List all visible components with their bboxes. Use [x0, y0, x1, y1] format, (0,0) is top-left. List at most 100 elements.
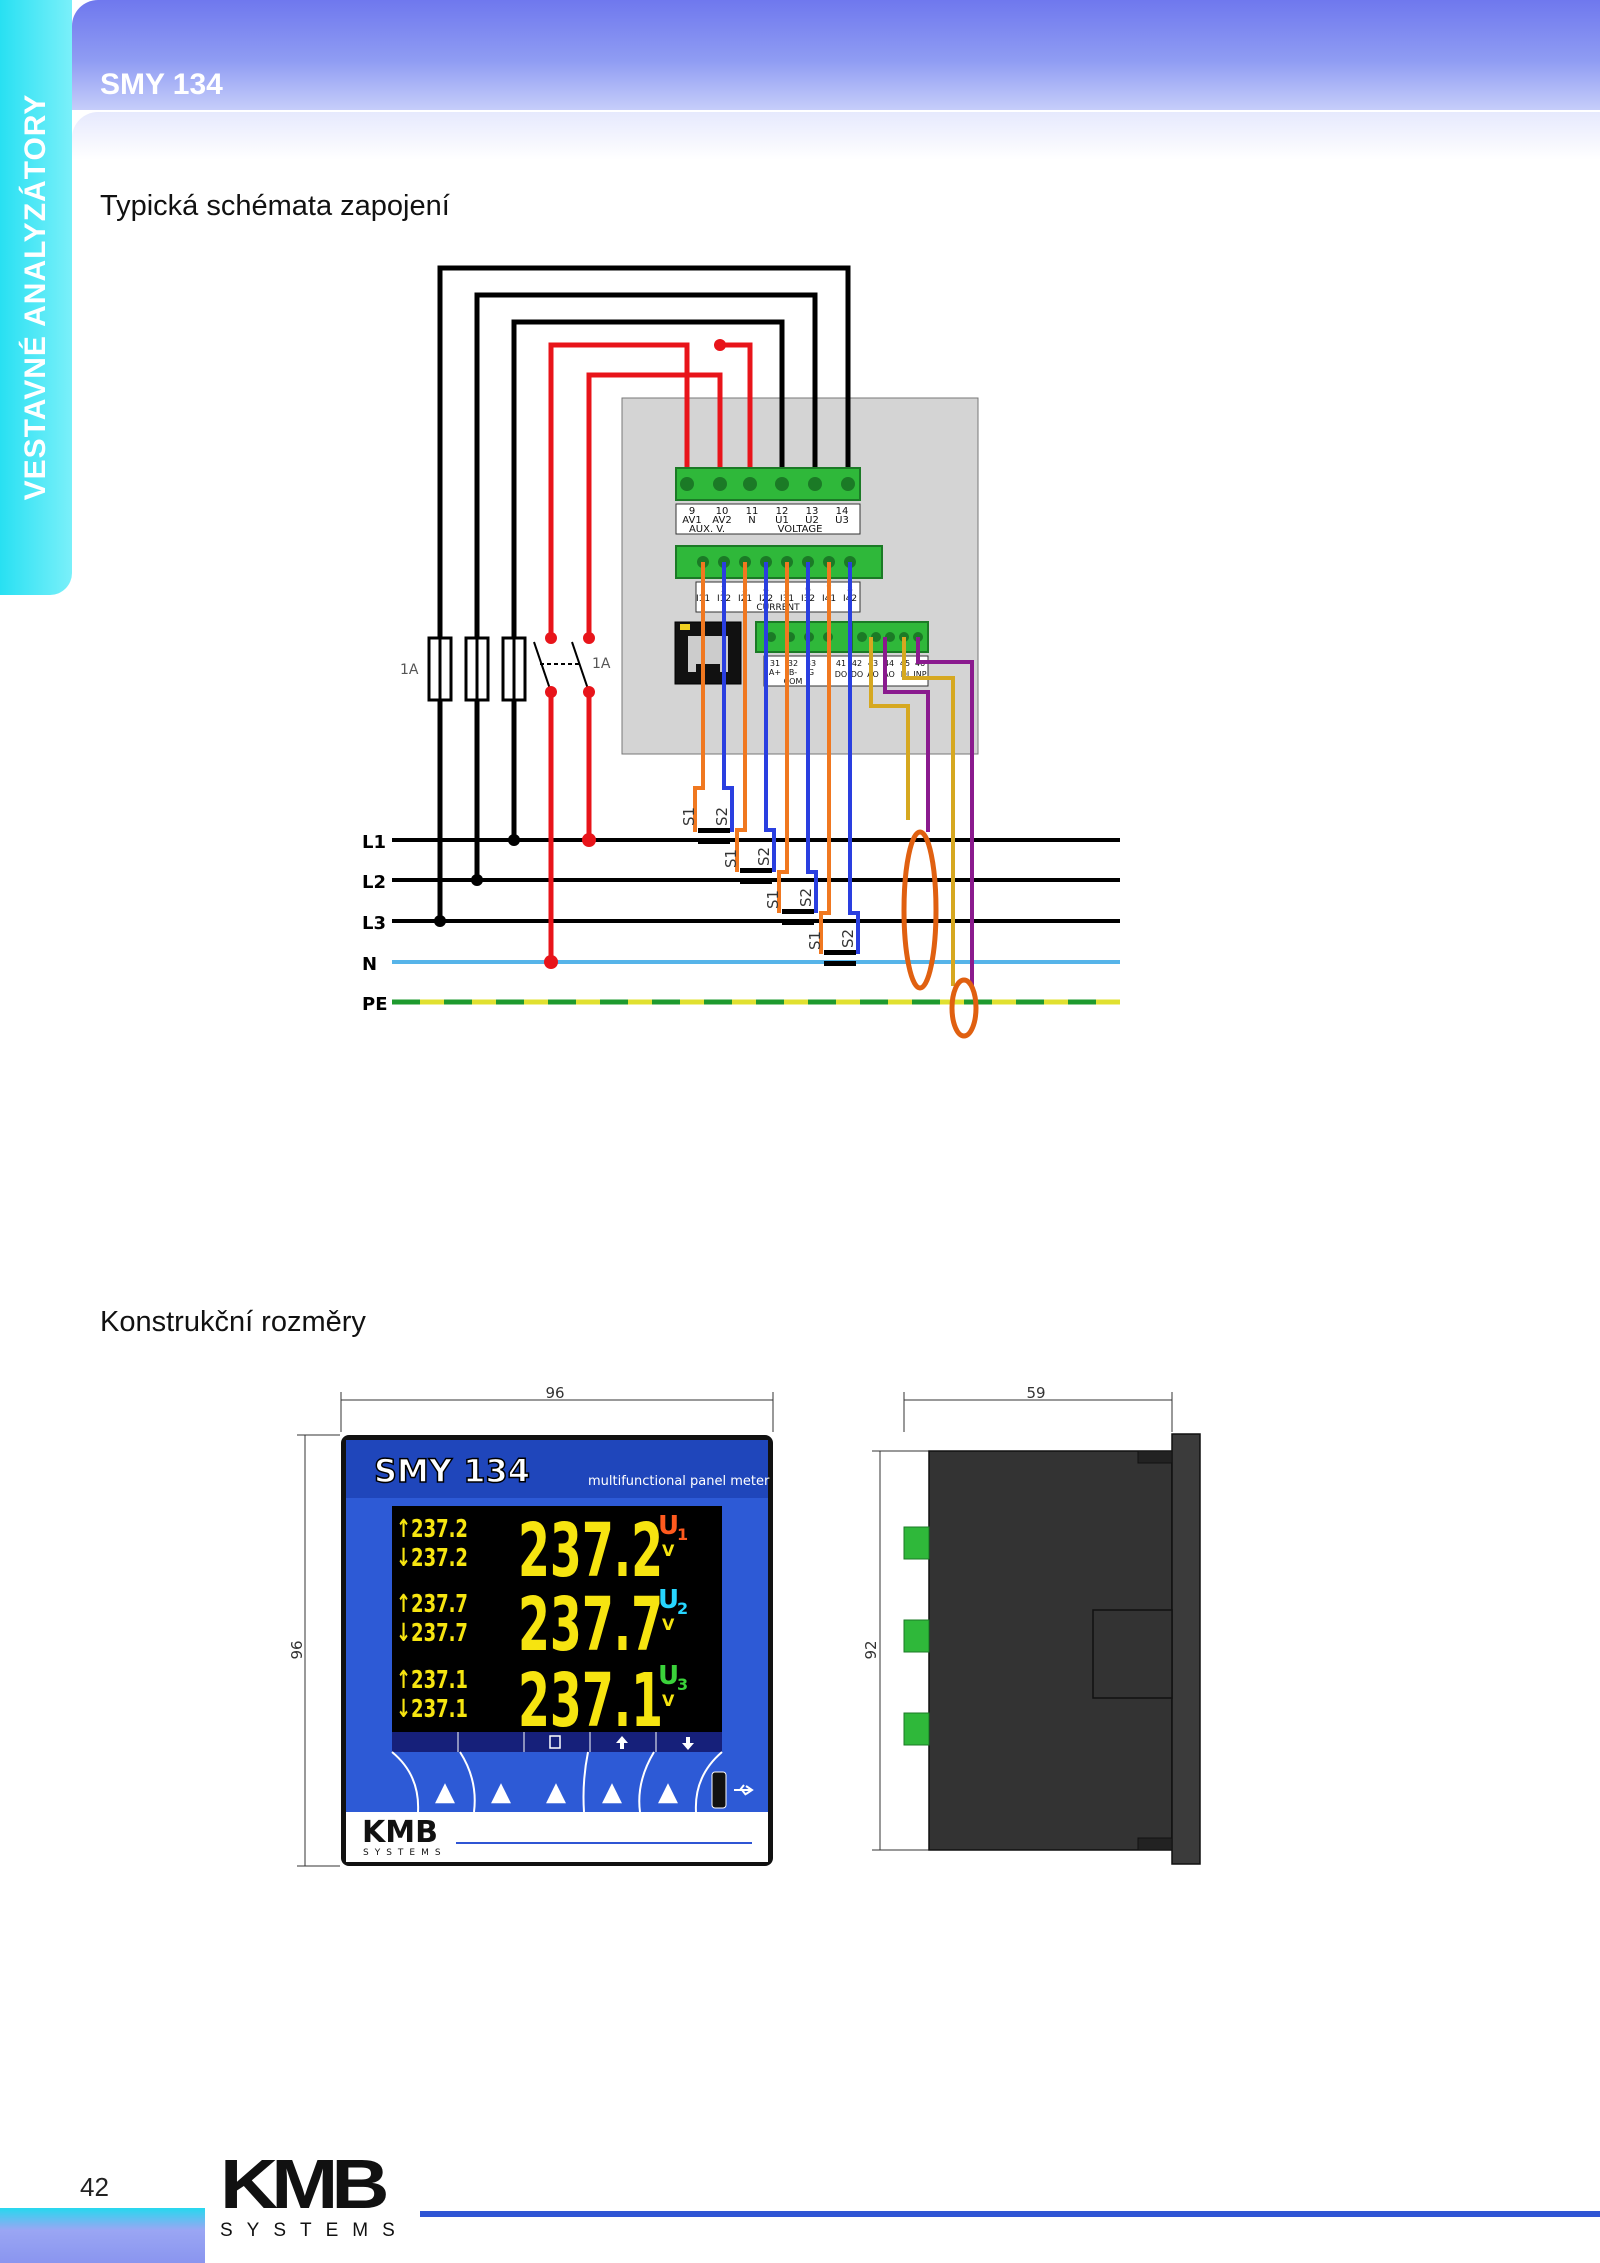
up-arrow-icon	[616, 1736, 628, 1749]
line-label-n: N	[362, 954, 377, 975]
front-logo-sub: SYSTEMS	[363, 1848, 447, 1858]
row3-value: 237.1	[518, 1657, 663, 1744]
button-4[interactable]: ▲	[602, 1777, 622, 1807]
com-name-b: B-	[789, 668, 797, 677]
softkey-bar	[392, 1732, 722, 1752]
current-transformers	[698, 828, 856, 966]
aux-wires	[548, 342, 753, 962]
usb-port[interactable]	[711, 1771, 727, 1809]
com-num-31: 31	[770, 659, 780, 668]
down-arrow-icon	[682, 1737, 694, 1750]
button-3[interactable]: ▲	[546, 1777, 566, 1807]
button-1[interactable]: ▲	[435, 1777, 455, 1807]
vt-name-u1: U1	[775, 515, 789, 526]
row2-min: ↓237.7	[396, 1619, 468, 1648]
vt-group-voltage: VOLTAGE	[778, 524, 823, 535]
vt-num-13: 13	[806, 506, 819, 517]
side-label-recess	[1092, 1609, 1173, 1699]
vt-name-u3: U3	[835, 515, 849, 526]
side-front-flange	[1171, 1433, 1201, 1865]
button-2[interactable]: ▲	[491, 1777, 511, 1807]
com-name-g: G	[808, 668, 814, 677]
menu-icon	[549, 1735, 561, 1749]
button-5[interactable]: ▲	[658, 1777, 678, 1807]
com-group: COM	[784, 677, 803, 686]
kmb-logo: KMB SYSTEMS	[220, 2149, 409, 2242]
meter-front-band	[346, 1440, 768, 1498]
front-subtitle: multifunctional panel meter	[588, 1474, 770, 1489]
fuse-label: 1A	[400, 662, 419, 678]
front-height-dim: 96	[288, 1640, 306, 1659]
io-name-do2: DO	[851, 670, 863, 679]
line-label-l1: L1	[362, 832, 386, 853]
side-clip-top	[1137, 1450, 1173, 1464]
header-bar	[72, 0, 1600, 110]
io-num-44: 44	[884, 659, 894, 668]
row1-min: ↓237.2	[396, 1544, 468, 1573]
page-number: 42	[80, 2172, 109, 2202]
row1-phase-sub: 1	[677, 1525, 688, 1544]
display-row-2: ↑237.7 ↓237.7 237.7 U 2 V	[396, 1581, 688, 1668]
side-tab[interactable]: VESTAVNÉ ANALYZÁTORY	[0, 0, 72, 595]
ct-wires-s2	[722, 562, 860, 954]
front-bottom-strip	[346, 1812, 768, 1862]
switch-label: 1A	[592, 656, 611, 672]
vt-num-14: 14	[836, 506, 849, 517]
fuses	[427, 636, 527, 702]
vt-num-12: 12	[776, 506, 789, 517]
voltage-terminal-screws	[680, 477, 855, 491]
row1-phase: U	[658, 1511, 679, 1541]
ct4-s2-label: S2	[839, 929, 857, 948]
com-num-33: 33	[806, 659, 816, 668]
dimensions-section-title: Konstrukční rozměry	[100, 1306, 366, 1338]
residual-ct-ring-large	[901, 829, 939, 991]
header-subbar	[72, 112, 1600, 160]
bus-lines	[392, 838, 1120, 1005]
usb-icon	[734, 1784, 754, 1796]
io-num-41: 41	[836, 659, 846, 668]
side-dimension-lines	[872, 1392, 1173, 1851]
product-title: SMY 134	[100, 68, 223, 101]
side-terminal-blocks	[903, 1526, 930, 1746]
io-name-inp: INP	[913, 670, 926, 679]
row2-value: 237.7	[518, 1581, 663, 1668]
com-name-a: A+	[769, 668, 781, 677]
vt-num-9: 9	[689, 506, 695, 517]
ct1-s1-label: S1	[680, 807, 698, 826]
button-arcs	[391, 1751, 723, 1813]
row3-unit: V	[662, 1691, 675, 1710]
line-label-l2: L2	[362, 872, 386, 893]
com-num-32: 32	[788, 659, 798, 668]
row3-phase-sub: 3	[677, 1675, 688, 1694]
front-width-dim: 96	[545, 1384, 564, 1402]
row3-min: ↓237.1	[396, 1695, 468, 1724]
side-height-dim: 92	[862, 1640, 880, 1659]
io-name-do1: DO	[835, 670, 847, 679]
vt-num-11: 11	[746, 506, 759, 517]
line-label-l3: L3	[362, 913, 386, 934]
residual-ct-ring-small	[949, 977, 979, 1039]
kmb-logo-sub: SYSTEMS	[220, 2220, 409, 2241]
row2-phase-sub: 2	[677, 1599, 688, 1618]
row1-unit: V	[662, 1541, 675, 1560]
kmb-logo-text: KMB	[220, 2145, 390, 2223]
row2-phase: U	[658, 1585, 679, 1615]
front-brand: SMY 134	[374, 1452, 530, 1490]
row2-unit: V	[662, 1615, 675, 1634]
voltage-wires	[437, 265, 851, 921]
front-dimension-lines	[297, 1392, 774, 1867]
ct2-s2-label: S2	[755, 847, 773, 866]
io-name-ao2: AO	[883, 670, 895, 679]
ct2-s1-label: S1	[722, 849, 740, 868]
row3-phase: U	[658, 1661, 679, 1691]
vt-num-10: 10	[716, 506, 729, 517]
row2-max: ↑237.7	[396, 1590, 468, 1619]
vt-name-av2: AV2	[712, 515, 731, 526]
vt-name-av1: AV1	[682, 515, 701, 526]
vt-name-n: N	[748, 515, 755, 526]
footer-block	[0, 2208, 205, 2263]
row1-max: ↑237.2	[396, 1515, 468, 1544]
vt-name-u2: U2	[805, 515, 819, 526]
front-logo: KMB	[362, 1815, 438, 1850]
